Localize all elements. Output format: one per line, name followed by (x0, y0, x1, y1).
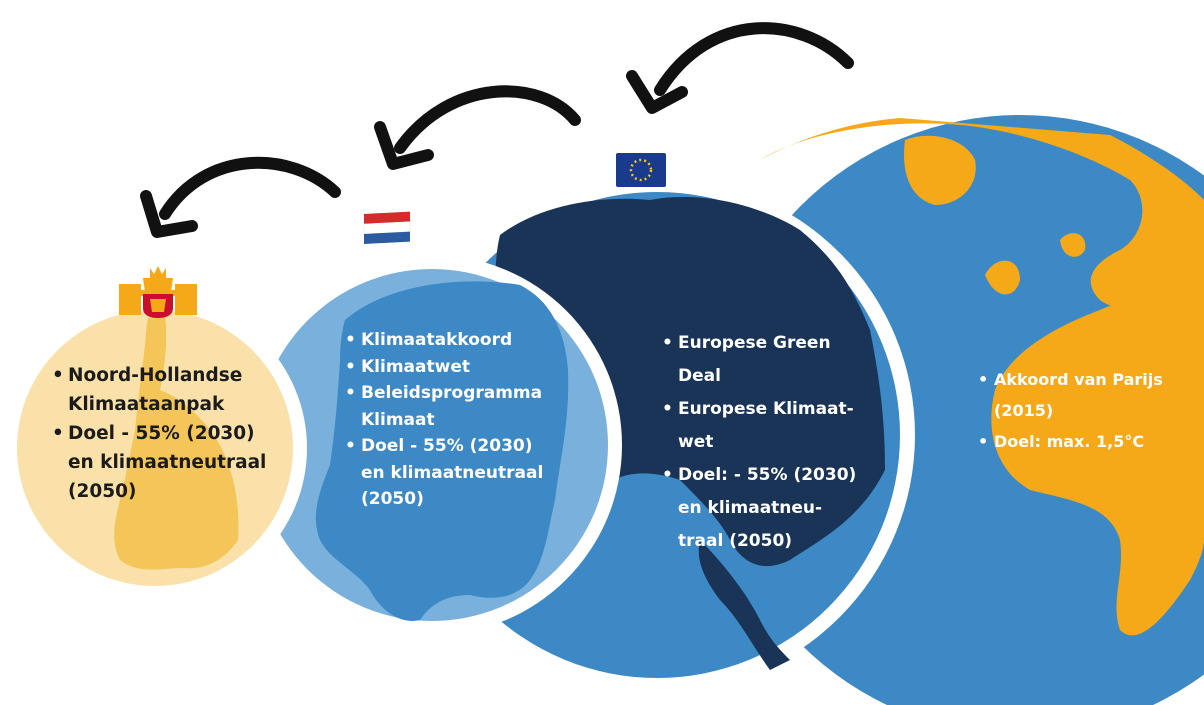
europa-goal-line: traal (2050) (678, 531, 793, 551)
nederland-goal-line: Klimaat (361, 409, 435, 430)
world-land-greenland (904, 135, 976, 205)
nederland-goal-line: Beleidsprogramma (345, 380, 595, 407)
wereld-goal-line: Doel: max. 1,5°C (978, 426, 1204, 457)
europa-goal-line: Europese Green (662, 327, 892, 360)
curved-arrow-1 (654, 22, 854, 96)
nederland-goal-line: Klimaatakkoord (345, 327, 595, 354)
europa-goal-line: Deal (678, 366, 721, 386)
nederland-goal-line: Klimaatwet (345, 354, 595, 381)
noord-holland-coat-of-arms-icon (119, 266, 197, 318)
europa-goal-line: Doel: - 55% (2030) (662, 459, 892, 492)
nederland-goal-line: (2050) (361, 489, 424, 509)
provincie-goal-line: Noord-Hollandse (52, 361, 292, 390)
curved-arrow-3 (159, 156, 341, 220)
europa-goal-line: wet (678, 432, 714, 452)
curved-arrow-2 (394, 85, 581, 154)
curved-arrow-icons (140, 22, 854, 238)
eu-flag-icon (616, 153, 666, 187)
provincie-goal-line: Doel - 55% (2030) (52, 419, 292, 448)
curved-arrow-1-head (626, 70, 688, 114)
curved-arrow-2-head (374, 121, 434, 170)
provincie-goal-line: (2050) (68, 481, 137, 502)
wereld-goal-line: Akkoord van Parijs (978, 364, 1204, 395)
nederland-goal-line: en klimaatneutraal (361, 462, 544, 483)
europa-goals: Europese Green Deal Europese Klimaat- we… (662, 327, 892, 558)
nederland-goal-line: Doel - 55% (2030) (345, 433, 595, 460)
europe-italy (698, 540, 790, 670)
provincie-goals: Noord-Hollandse Klimaataanpak Doel - 55%… (52, 361, 292, 506)
world-land-north (760, 118, 1204, 310)
provincie-goal-line: en klimaatneutraal (68, 452, 267, 473)
europe-scandinavia (647, 200, 684, 285)
curved-arrow-3-head (140, 190, 198, 238)
europa-goal-line: Europese Klimaat- (662, 393, 892, 426)
nederland-goals: Klimaatakkoord Klimaatwet Beleidsprogram… (345, 327, 595, 513)
wereld-goals: Akkoord van Parijs (2015) Doel: max. 1,5… (978, 364, 1204, 457)
dutch-flag-icon (363, 211, 411, 244)
europa-goal-line: en klimaatneu- (678, 498, 823, 518)
wereld-goal-line: (2015) (994, 401, 1054, 420)
provincie-goal-line: Klimaataanpak (68, 394, 225, 415)
world-land-islands (985, 233, 1086, 295)
